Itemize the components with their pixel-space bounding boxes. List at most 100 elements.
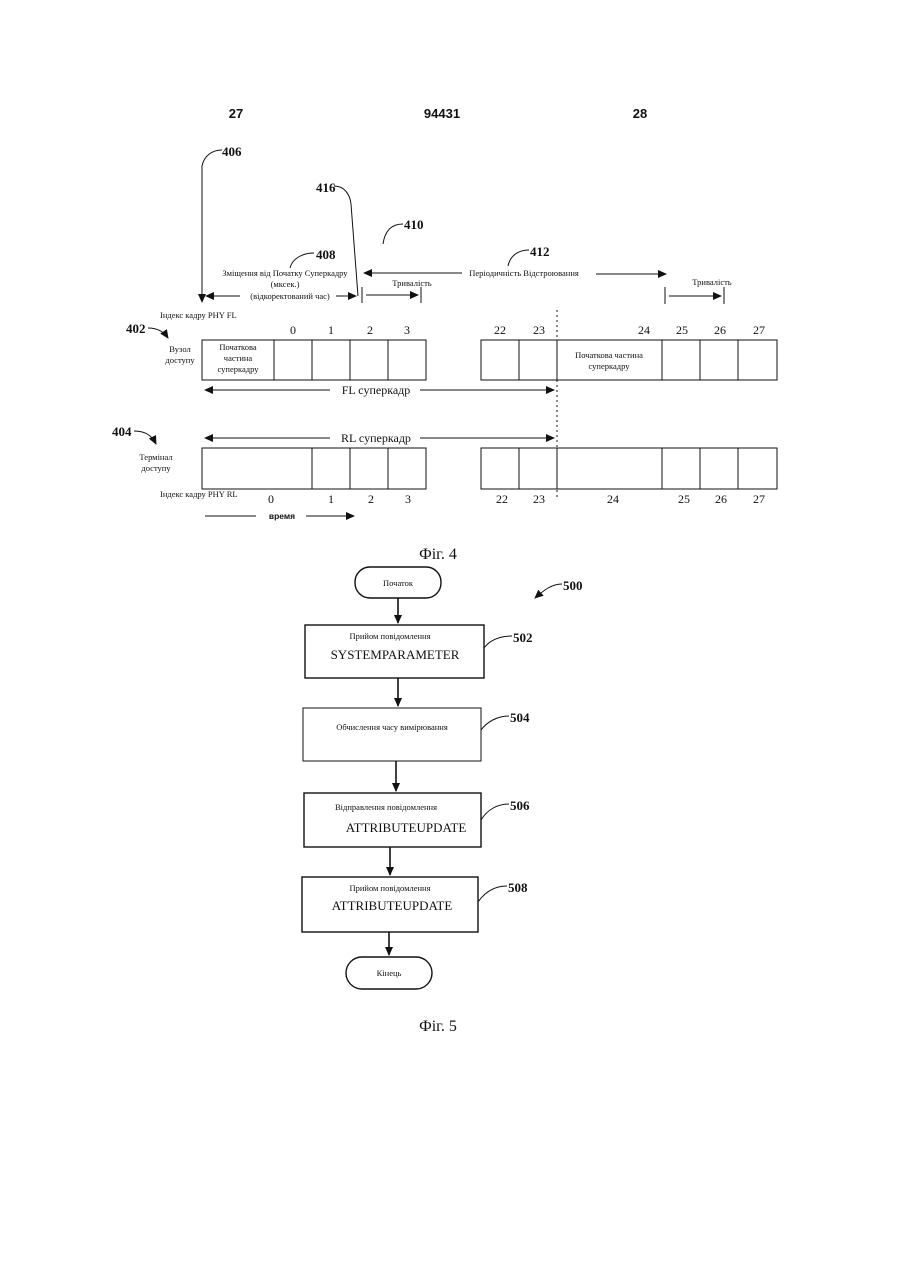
figure-4-caption: Фіг. 4 bbox=[419, 546, 457, 563]
fl-preamble-left-line3: суперкадру bbox=[218, 364, 260, 374]
leader-508 bbox=[478, 886, 507, 902]
ref-410: 410 bbox=[404, 217, 424, 232]
offset-label-line1: Зміщення від Початку Суперкадру bbox=[222, 268, 348, 278]
duration-label-2: Тривалість bbox=[692, 277, 732, 287]
fl-frame-0 bbox=[274, 340, 312, 380]
fl-superframe-label: FL суперкадр bbox=[342, 383, 411, 397]
rl-frame-0 bbox=[202, 448, 312, 489]
step-502-line1: Прийом повідомлення bbox=[349, 631, 430, 641]
fl-index-2: 2 bbox=[367, 323, 373, 337]
ref-508: 508 bbox=[508, 880, 528, 895]
offset-label-line2: (мксек.) bbox=[271, 279, 300, 289]
rl-frame-22 bbox=[481, 448, 519, 489]
ref-504: 504 bbox=[510, 710, 530, 725]
rl-frame-25 bbox=[662, 448, 700, 489]
fl-frame-25 bbox=[662, 340, 700, 380]
offset-label-line3: (відкоректований час) bbox=[250, 291, 330, 301]
rl-frame-27 bbox=[738, 448, 777, 489]
leader-402 bbox=[148, 328, 168, 338]
leader-412 bbox=[508, 250, 529, 266]
fl-index-23: 23 bbox=[533, 323, 545, 337]
leader-500 bbox=[535, 584, 562, 598]
figure-5-caption: Фіг. 5 bbox=[419, 1018, 457, 1035]
rl-frame-24 bbox=[557, 448, 662, 489]
ref-412: 412 bbox=[530, 244, 550, 259]
fl-preamble-right-line2: суперкадру bbox=[589, 361, 631, 371]
rl-frame-indices: 0123222324252627 bbox=[268, 492, 765, 506]
rl-index-27: 27 bbox=[753, 492, 765, 506]
step-508-line2: ATTRIBUTEUPDATE bbox=[332, 898, 453, 913]
fl-frame-row bbox=[202, 340, 777, 380]
rl-frame-3 bbox=[388, 448, 426, 489]
fl-index-25: 25 bbox=[676, 323, 688, 337]
rl-index-26: 26 bbox=[715, 492, 727, 506]
ref-408: 408 bbox=[316, 247, 336, 262]
leader-506 bbox=[481, 804, 509, 820]
step-508-line1: Прийом повідомлення bbox=[349, 883, 430, 893]
ref-402: 402 bbox=[126, 321, 146, 336]
fl-frame-27 bbox=[738, 340, 777, 380]
figure-5-flowchart: 500 Початок Прийом повідомлення SYSTEMPA… bbox=[302, 567, 583, 1035]
rl-index-24: 24 bbox=[607, 492, 619, 506]
periodicity-label: Періодичність Відстроювання bbox=[469, 268, 579, 278]
leader-408 bbox=[290, 253, 314, 268]
fl-index-3: 3 bbox=[404, 323, 410, 337]
rl-index-25: 25 bbox=[678, 492, 690, 506]
ref-406: 406 bbox=[222, 144, 242, 159]
ref-404: 404 bbox=[112, 424, 132, 439]
fl-index-26: 26 bbox=[714, 323, 726, 337]
access-node-label-2: доступу bbox=[165, 355, 195, 365]
fl-preamble-right-line1: Початкова частина bbox=[575, 350, 643, 360]
rl-frame-1 bbox=[312, 448, 350, 489]
step-504-line1: Обчислення часу вимірювання bbox=[336, 722, 448, 732]
access-terminal-label-2: доступу bbox=[141, 463, 171, 473]
fl-frame-1 bbox=[312, 340, 350, 380]
fl-frame-26 bbox=[700, 340, 738, 380]
fl-index-27: 27 bbox=[753, 323, 765, 337]
leader-504 bbox=[481, 716, 509, 730]
fl-frame-indices: 0123222324252627 bbox=[290, 323, 765, 337]
leader-410 bbox=[383, 224, 403, 244]
rl-index-1: 1 bbox=[328, 492, 334, 506]
page-number-right: 28 bbox=[633, 106, 647, 121]
leader-502 bbox=[484, 636, 512, 648]
step-506-line1: Відправлення повідомлення bbox=[335, 802, 437, 812]
phy-rl-index-label: Індекс кадру PHY RL bbox=[160, 489, 238, 499]
ref-500: 500 bbox=[563, 578, 583, 593]
fl-index-0: 0 bbox=[290, 323, 296, 337]
phy-fl-index-label: Індекс кадру PHY FL bbox=[160, 310, 237, 320]
fl-index-22: 22 bbox=[494, 323, 506, 337]
rl-index-22: 22 bbox=[496, 492, 508, 506]
start-label: Початок bbox=[383, 578, 414, 588]
fl-frame-23 bbox=[519, 340, 557, 380]
rl-frame-row bbox=[202, 448, 777, 489]
ref-506: 506 bbox=[510, 798, 530, 813]
rl-frame-26 bbox=[700, 448, 738, 489]
rl-frame-2 bbox=[350, 448, 388, 489]
fl-index-24: 24 bbox=[638, 323, 650, 337]
step-506-line2: ATTRIBUTEUPDATE bbox=[346, 820, 467, 835]
access-terminal-label-1: Термінал bbox=[139, 452, 173, 462]
leader-404 bbox=[134, 431, 156, 444]
fl-preamble-left-line2: частина bbox=[224, 353, 253, 363]
ref-416: 416 bbox=[316, 180, 336, 195]
page-number-left: 27 bbox=[229, 106, 243, 121]
fl-index-1: 1 bbox=[328, 323, 334, 337]
leader-406 bbox=[202, 150, 222, 166]
access-node-label-1: Вузол bbox=[169, 344, 191, 354]
rl-index-0: 0 bbox=[268, 492, 274, 506]
leader-416 bbox=[334, 186, 358, 296]
rl-superframe-label: RL суперкадр bbox=[341, 431, 411, 445]
end-label: Кінець bbox=[377, 968, 402, 978]
fl-frame-3 bbox=[388, 340, 426, 380]
rl-index-23: 23 bbox=[533, 492, 545, 506]
fl-preamble-right bbox=[557, 340, 662, 380]
fl-frame-2 bbox=[350, 340, 388, 380]
patent-number: 94431 bbox=[424, 106, 460, 121]
rl-index-3: 3 bbox=[405, 492, 411, 506]
fl-frame-22 bbox=[481, 340, 519, 380]
rl-frame-23 bbox=[519, 448, 557, 489]
step-504-box bbox=[303, 708, 481, 761]
rl-index-2: 2 bbox=[368, 492, 374, 506]
